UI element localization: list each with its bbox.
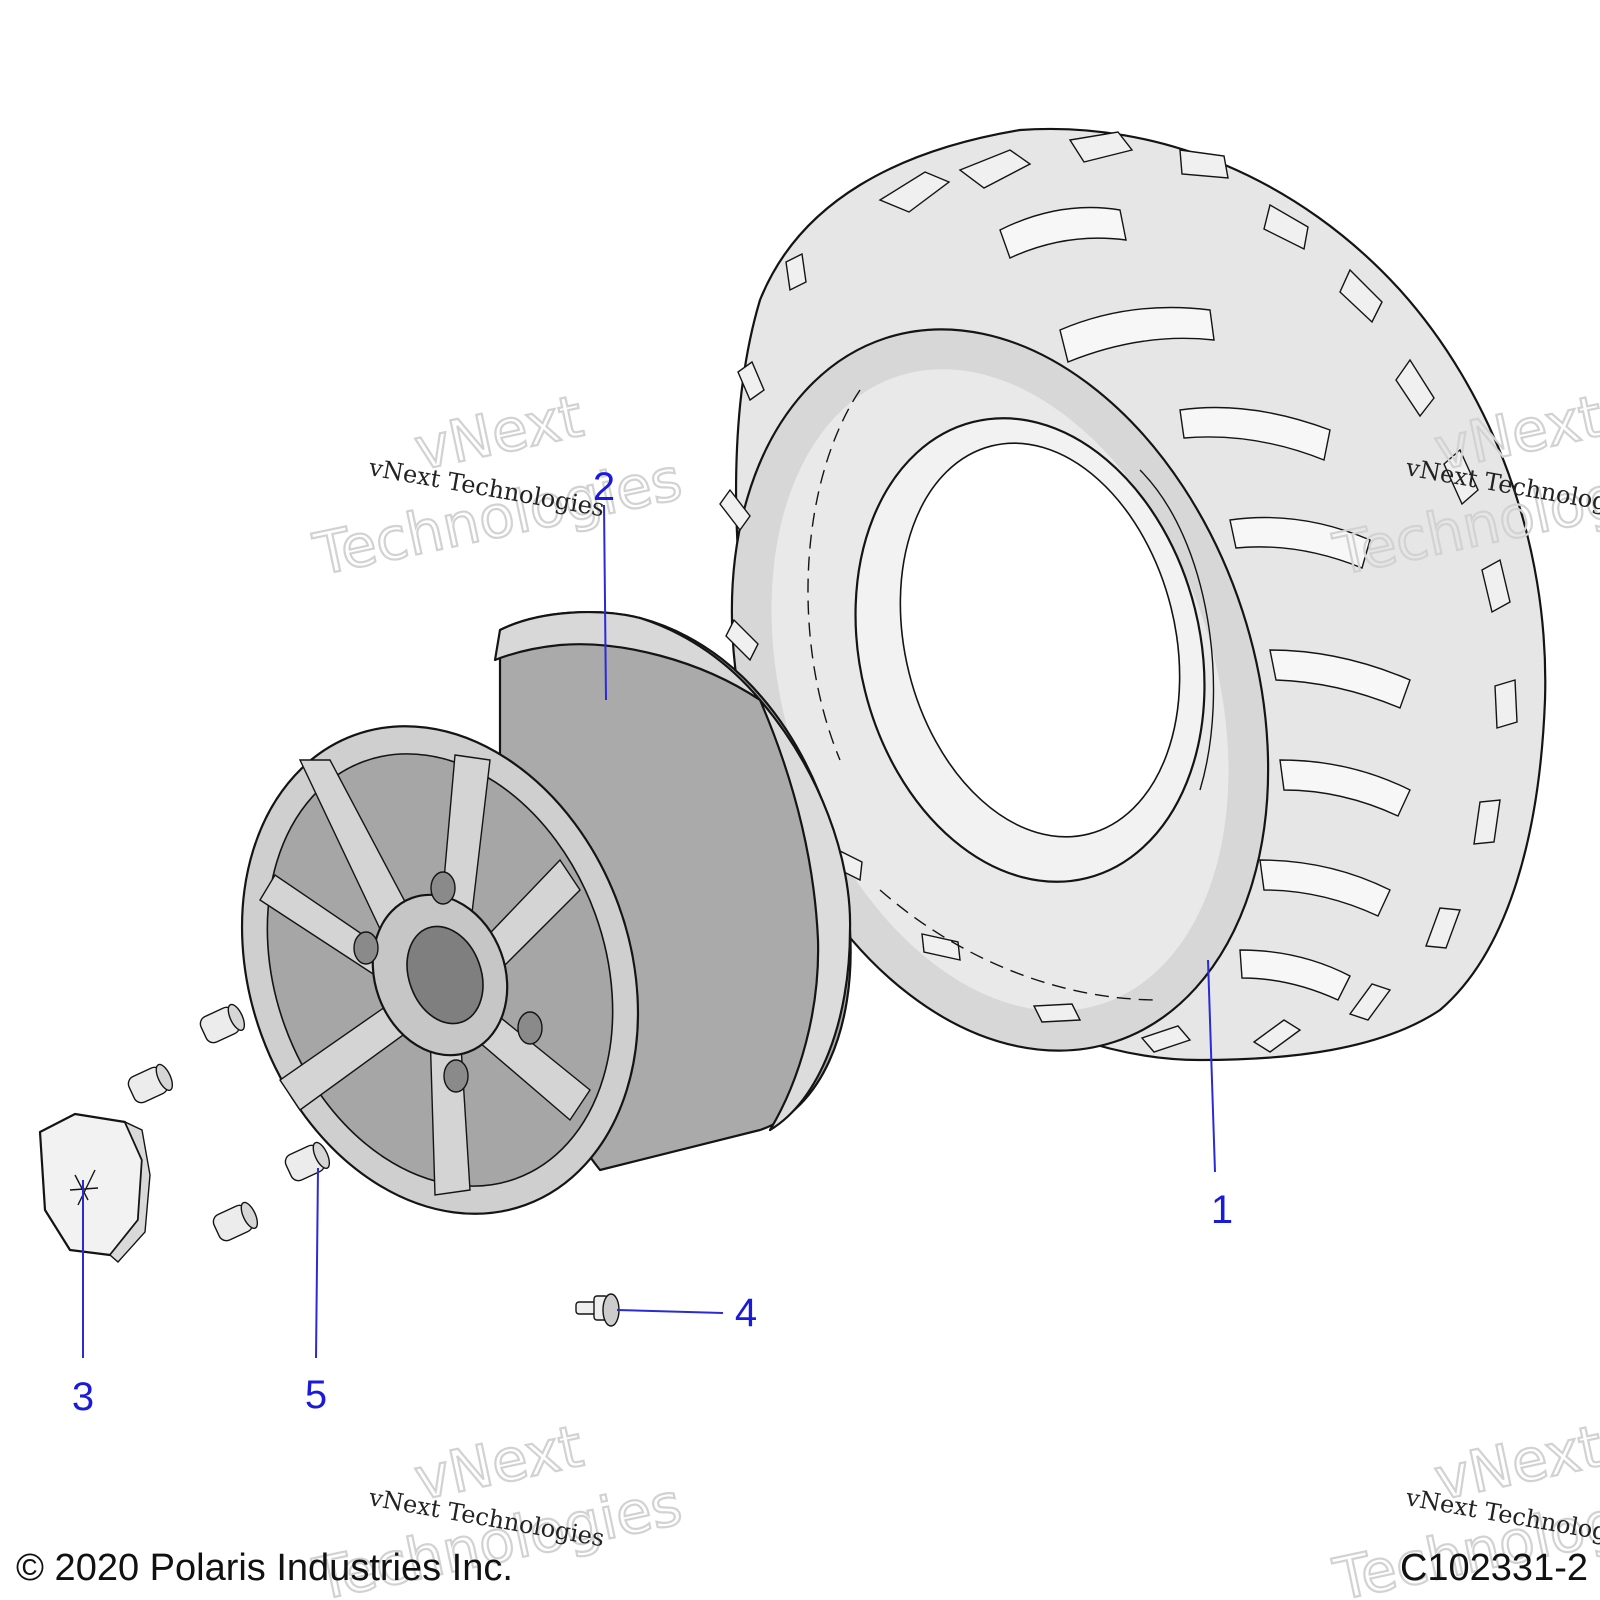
hub-cap-illustration [38,1112,151,1263]
leader-line-5 [315,1167,319,1359]
drawing-id: C102331-2 [1400,1547,1588,1589]
callout-number-1: 1 [1211,1188,1233,1232]
lug-nut-illustrations [127,1003,331,1242]
wheel-illustration [240,611,852,1215]
callout-3[interactable]: 3 [72,1180,94,1419]
valve-stem-illustration [575,1293,620,1327]
callout-1[interactable]: 1 [1207,959,1233,1232]
leader-line-2 [603,504,607,701]
leader-line-1 [1207,959,1216,1173]
callout-5[interactable]: 5 [305,1167,327,1417]
callout-number-3: 3 [72,1375,94,1419]
callout-number-2: 2 [593,465,615,509]
callout-number-4: 4 [735,1291,757,1335]
callout-4[interactable]: 4 [616,1291,757,1335]
callout-2[interactable]: 2 [593,465,615,701]
leader-line-4 [616,1309,724,1314]
tire-illustration [719,127,1547,1062]
watermark-group-top-left: vNext Technologies vNext Technologies [307,381,689,590]
callout-number-5: 5 [305,1373,327,1417]
copyright-text: © 2020 Polaris Industries Inc. [16,1547,513,1589]
